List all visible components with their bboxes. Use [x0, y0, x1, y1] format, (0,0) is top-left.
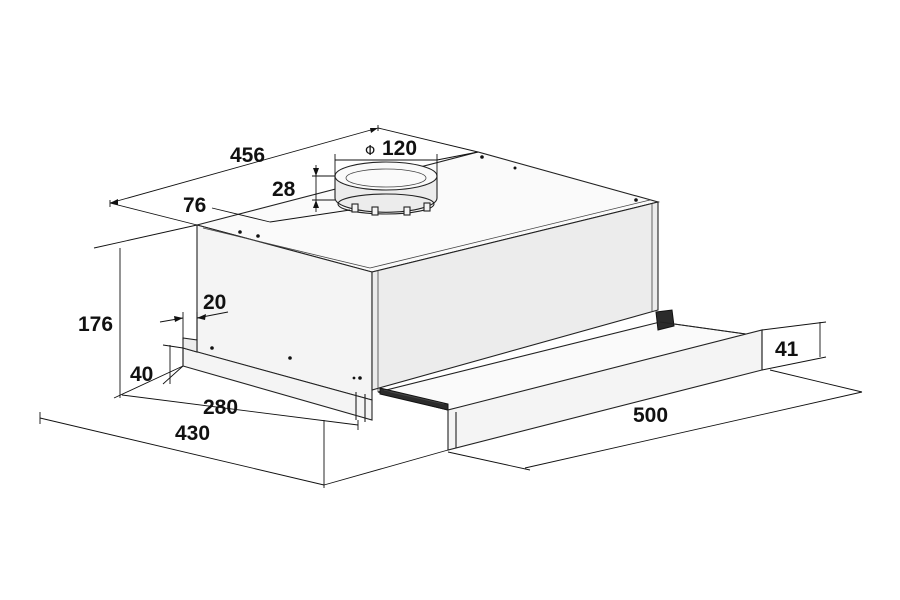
dim-41-label: 41 [775, 338, 799, 361]
dimension-lines [39, 125, 863, 488]
dim-500-label: 500 [633, 404, 668, 427]
dim-20-label: 20 [203, 291, 226, 314]
dim-430-label: 430 [175, 422, 210, 445]
dim-280-label: 280 [203, 396, 238, 419]
dim-28-label: 28 [272, 178, 296, 201]
diameter-symbol: Φ [365, 144, 375, 159]
dim-40-label: 40 [130, 363, 153, 386]
sliding-drawer [377, 309, 763, 451]
dim-176-label: 176 [78, 313, 113, 336]
dimension-labels: 456 Φ 120 28 76 176 20 40 280 430 500 41 [78, 137, 799, 445]
dim-120-label: 120 [382, 137, 417, 160]
dimension-arrows [110, 128, 378, 322]
hood-body [194, 151, 661, 401]
dim-76-label: 76 [183, 194, 206, 217]
front-lower-strip [182, 337, 373, 422]
duct-collar [334, 161, 438, 216]
dim-456-label: 456 [230, 144, 265, 167]
hood-side-face [371, 201, 659, 391]
